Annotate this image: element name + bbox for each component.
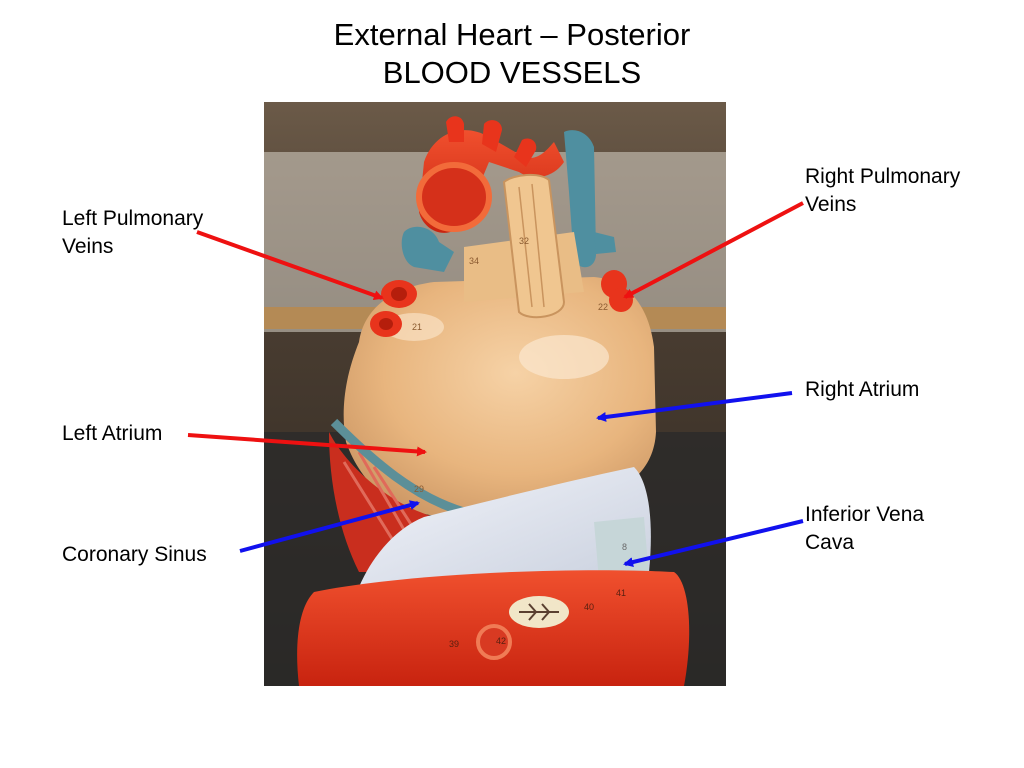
marking-40: 40 <box>584 602 594 612</box>
aorta-branch-2 <box>482 120 502 152</box>
label-inferior-vena-cava-line2: Cava <box>805 531 855 554</box>
marking-21: 21 <box>412 322 422 332</box>
label-inferior-vena-cava: Inferior Vena Cava <box>805 501 924 557</box>
arrow-coronary-sinus <box>239 500 420 553</box>
blue-vessel-left <box>401 226 454 272</box>
blue-vessel-branch <box>594 232 616 254</box>
arrow-inferior-vena-cava <box>623 519 804 567</box>
slide-title: External Heart – Posterior BLOOD VESSELS <box>0 16 1024 92</box>
arrow-left-atrium <box>187 433 427 457</box>
base-label-symbol <box>519 603 559 621</box>
aorta-branch-3 <box>514 138 537 167</box>
title-line-1: External Heart – Posterior <box>333 17 691 52</box>
marking-29: 29 <box>414 484 424 494</box>
label-left-atrium: Left Atrium <box>62 420 162 448</box>
arrow-right-atrium <box>596 391 793 422</box>
title-line-2: BLOOD VESSELS <box>382 55 642 90</box>
label-coronary-sinus: Coronary Sinus <box>62 541 207 569</box>
ivc-plate <box>359 467 651 587</box>
aorta-branch-1 <box>446 116 464 142</box>
marking-8: 8 <box>622 542 627 552</box>
base-opening <box>476 624 512 660</box>
label-right-atrium: Right Atrium <box>805 376 919 404</box>
marking-34: 34 <box>469 256 479 266</box>
heart-model-photo: 32 34 21 22 29 8 39 42 40 41 <box>264 102 726 686</box>
trunk-stripe-2 <box>531 183 545 308</box>
ivc-cylinder <box>594 517 649 580</box>
label-right-atrium-line1: Right Atrium <box>805 378 920 401</box>
label-coronary-sinus-line1: Coronary Sinus <box>62 543 207 566</box>
aorta-opening <box>416 162 492 232</box>
label-right-pulmonary-veins-line1: Right Pulmonary <box>805 165 961 188</box>
marking-42: 42 <box>496 636 506 646</box>
marking-22: 22 <box>598 302 608 312</box>
label-left-pulmonary-veins-line1: Left Pulmonary <box>62 207 204 230</box>
marking-41: 41 <box>616 588 626 598</box>
label-left-pulmonary-veins: Left Pulmonary Veins <box>62 205 203 261</box>
arrow-left-pulmonary-veins <box>196 230 384 301</box>
label-inferior-vena-cava-line1: Inferior Vena <box>805 503 925 526</box>
body-highlight <box>519 335 609 379</box>
marking-39: 39 <box>449 639 459 649</box>
label-left-atrium-line1: Left Atrium <box>62 422 163 445</box>
trunk-stripe-1 <box>518 186 533 308</box>
arrow-right-pulmonary-veins <box>623 201 804 299</box>
left-pulmonary-vein-lower-opening <box>379 318 393 330</box>
left-pulmonary-vein-upper-opening <box>391 287 407 301</box>
label-right-pulmonary-veins: Right Pulmonary Veins <box>805 163 960 219</box>
marking-32: 32 <box>519 236 529 246</box>
label-left-pulmonary-veins-line2: Veins <box>62 235 114 258</box>
label-right-pulmonary-veins-line2: Veins <box>805 193 857 216</box>
vessel-trunk <box>502 174 566 319</box>
coronary-sinus-vessel <box>330 418 466 517</box>
